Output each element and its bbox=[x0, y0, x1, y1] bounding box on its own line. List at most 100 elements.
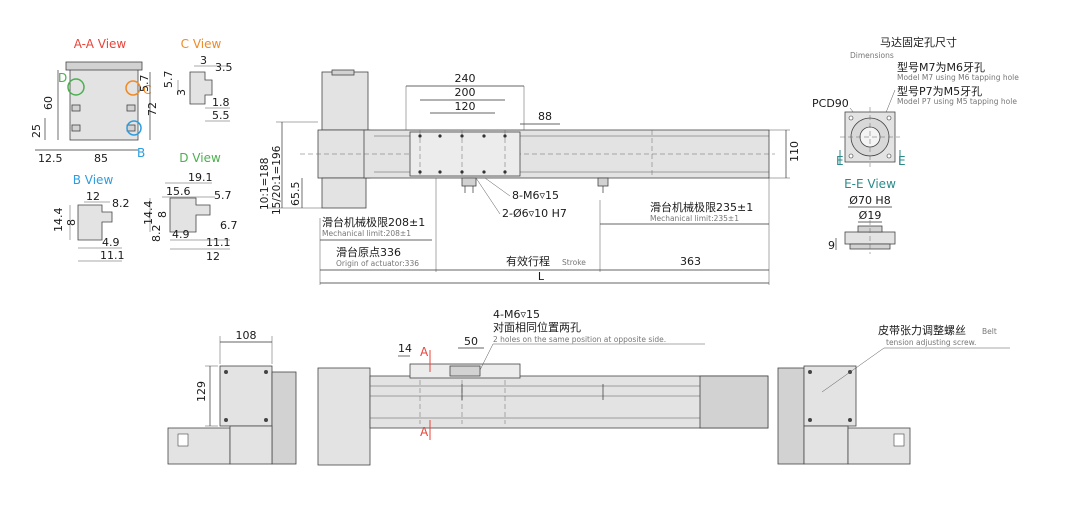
c-dim-3: 3 bbox=[200, 54, 207, 67]
side-holes-en: 2 holes on the same position at opposite… bbox=[493, 335, 666, 344]
end-motor-block bbox=[219, 365, 273, 427]
aa-view-title: A-A View bbox=[74, 37, 127, 51]
c-dim-1-8: 1.8 bbox=[212, 96, 230, 109]
bottom-left-end-view: 108 129 bbox=[167, 329, 297, 465]
side-motor-housing bbox=[317, 367, 371, 466]
dim-363: 363 bbox=[680, 255, 701, 268]
origin-en: Origin of actuator:336 bbox=[336, 259, 419, 268]
b-dim-14-4: 14.4 bbox=[52, 208, 65, 233]
b-dim-12: 12 bbox=[86, 190, 100, 203]
d-dim-14-4: 14.4 bbox=[142, 201, 155, 226]
main-top-view: 240 200 120 88 110 10:1=188 15/20:1=196 … bbox=[259, 69, 801, 285]
ee-d19: Ø19 bbox=[859, 209, 882, 222]
marker-b: B bbox=[137, 146, 145, 160]
motor-p7-en: Model P7 using M5 tapping hole bbox=[897, 97, 1017, 106]
dim-88: 88 bbox=[538, 110, 552, 123]
c-slot-profile bbox=[189, 71, 213, 105]
dim-120: 120 bbox=[455, 100, 476, 113]
motor-pcd90: PCD90 bbox=[812, 97, 849, 110]
aa-view: A-A View D C B 60 25 5.7 72 12.5 85 bbox=[30, 37, 159, 165]
side-holes-spec: 4-M6▿15 bbox=[493, 308, 540, 321]
d-dim-6-7: 6.7 bbox=[220, 219, 238, 232]
bottom-side-view: A A 14 50 4-M6▿15 对面相同位置两孔 2 holes on th… bbox=[317, 308, 769, 466]
dim-110: 110 bbox=[788, 141, 801, 162]
dim-200: 200 bbox=[455, 86, 476, 99]
d-dim-8: 8 bbox=[156, 211, 169, 218]
b-slot-profile bbox=[77, 204, 113, 241]
aa-d-marker-circle bbox=[67, 78, 85, 96]
motor-m7-en: Model M7 using M6 tapping hole bbox=[897, 73, 1019, 82]
aa-dim-85: 85 bbox=[94, 152, 108, 165]
d-dim-4-9: 4.9 bbox=[172, 228, 190, 241]
marker-d: D bbox=[58, 71, 67, 85]
motor-flange-view: 马达固定孔尺寸 Dimensions 型号M7为M6牙孔 Model M7 us… bbox=[812, 35, 1019, 254]
stroke-cn: 有效行程 bbox=[506, 254, 550, 268]
aa-dim-72: 72 bbox=[146, 102, 159, 116]
belt-screw-en-2: tension adjusting screw. bbox=[886, 338, 976, 347]
ee-d70: Ø70 H8 bbox=[849, 194, 890, 207]
aa-top-cap bbox=[65, 61, 143, 71]
aa-dim-60: 60 bbox=[42, 96, 55, 110]
dim-240: 240 bbox=[455, 72, 476, 85]
belt-screw-en-1: Belt bbox=[982, 327, 997, 336]
b-dim-8: 8 bbox=[65, 219, 78, 226]
b-view: B View 12 8.2 14.4 8 4.9 11.1 bbox=[52, 173, 130, 262]
d-dim-15-6: 15.6 bbox=[166, 185, 191, 198]
d-dim-5-7: 5.7 bbox=[214, 189, 232, 202]
marker-e-left: E bbox=[836, 154, 844, 168]
dim-ratio-15-20-1: 15/20:1=196 bbox=[271, 145, 283, 215]
aa-dim-25: 25 bbox=[30, 124, 43, 138]
d-view-title: D View bbox=[179, 151, 221, 165]
d-dim-12: 12 bbox=[206, 250, 220, 263]
aa-dim-12-5: 12.5 bbox=[38, 152, 63, 165]
motor-lower bbox=[321, 177, 367, 209]
marker-e-right: E bbox=[898, 154, 906, 168]
stroke-en: Stroke bbox=[562, 258, 586, 267]
mech-limit-left-cn: 滑台机械极限208±1 bbox=[322, 215, 425, 229]
right-end-block bbox=[803, 365, 857, 427]
holes-8-m6: 8-M6▿15 bbox=[512, 189, 559, 202]
ee-view-title: E-E View bbox=[844, 177, 896, 191]
dim-14: 14 bbox=[398, 342, 412, 355]
mech-limit-right-en: Mechanical limit:235±1 bbox=[650, 214, 739, 223]
motor-p7-cn: 型号P7为M5牙孔 bbox=[897, 84, 982, 98]
aa-b-marker-circle bbox=[126, 120, 142, 136]
aa-c-marker-circle bbox=[125, 80, 141, 96]
c-dim-3b: 3 bbox=[175, 89, 188, 96]
c-view: C View 3 3.5 5.7 3 1.8 5.5 bbox=[162, 37, 233, 122]
d-dim-11-1: 11.1 bbox=[206, 236, 231, 249]
marker-c: C bbox=[143, 83, 151, 97]
belt-screw-cn: 皮带张力调整螺丝 bbox=[878, 323, 966, 337]
b-dim-11-1: 11.1 bbox=[100, 249, 125, 262]
b-dim-4-9: 4.9 bbox=[102, 236, 120, 249]
c-dim-5-7: 5.7 bbox=[162, 71, 175, 89]
dim-ratio-10-1: 10:1=188 bbox=[259, 158, 271, 210]
b-view-title: B View bbox=[73, 173, 114, 187]
dim-108: 108 bbox=[236, 329, 257, 342]
marker-a-top: A bbox=[420, 345, 429, 359]
dim-50: 50 bbox=[464, 335, 478, 348]
motor-title-cn: 马达固定孔尺寸 bbox=[880, 35, 957, 49]
motor-title-en: Dimensions bbox=[850, 51, 894, 60]
ee-dim-9: 9 bbox=[828, 239, 835, 252]
motor-body bbox=[321, 71, 369, 131]
origin-cn: 滑台原点336 bbox=[336, 245, 401, 259]
c-view-title: C View bbox=[181, 37, 222, 51]
motor-m7-cn: 型号M7为M6牙孔 bbox=[897, 60, 985, 74]
marker-a-bottom: A bbox=[420, 425, 429, 439]
mech-limit-right-cn: 滑台机械极限235±1 bbox=[650, 200, 753, 214]
c-dim-5-5: 5.5 bbox=[212, 109, 230, 122]
d-dim-19-1: 19.1 bbox=[188, 171, 213, 184]
d-view: D View 19.1 15.6 5.7 14.4 8 8.2 6.7 4.9 … bbox=[142, 151, 238, 263]
end-motor-tail bbox=[167, 427, 231, 465]
d-dim-8-2: 8.2 bbox=[150, 225, 163, 243]
mech-limit-left-en: Mechanical limit:208±1 bbox=[322, 229, 411, 238]
dim-129: 129 bbox=[195, 381, 208, 402]
holes-2-d6: 2-Ø6▿10 H7 bbox=[502, 207, 567, 220]
d-slot-profile bbox=[169, 197, 211, 233]
carriage bbox=[409, 131, 521, 177]
b-dim-8-2: 8.2 bbox=[112, 197, 130, 210]
c-dim-3-5: 3.5 bbox=[215, 61, 233, 74]
bottom-right-end-view: 皮带张力调整螺丝 Belt tension adjusting screw. bbox=[777, 323, 1010, 465]
